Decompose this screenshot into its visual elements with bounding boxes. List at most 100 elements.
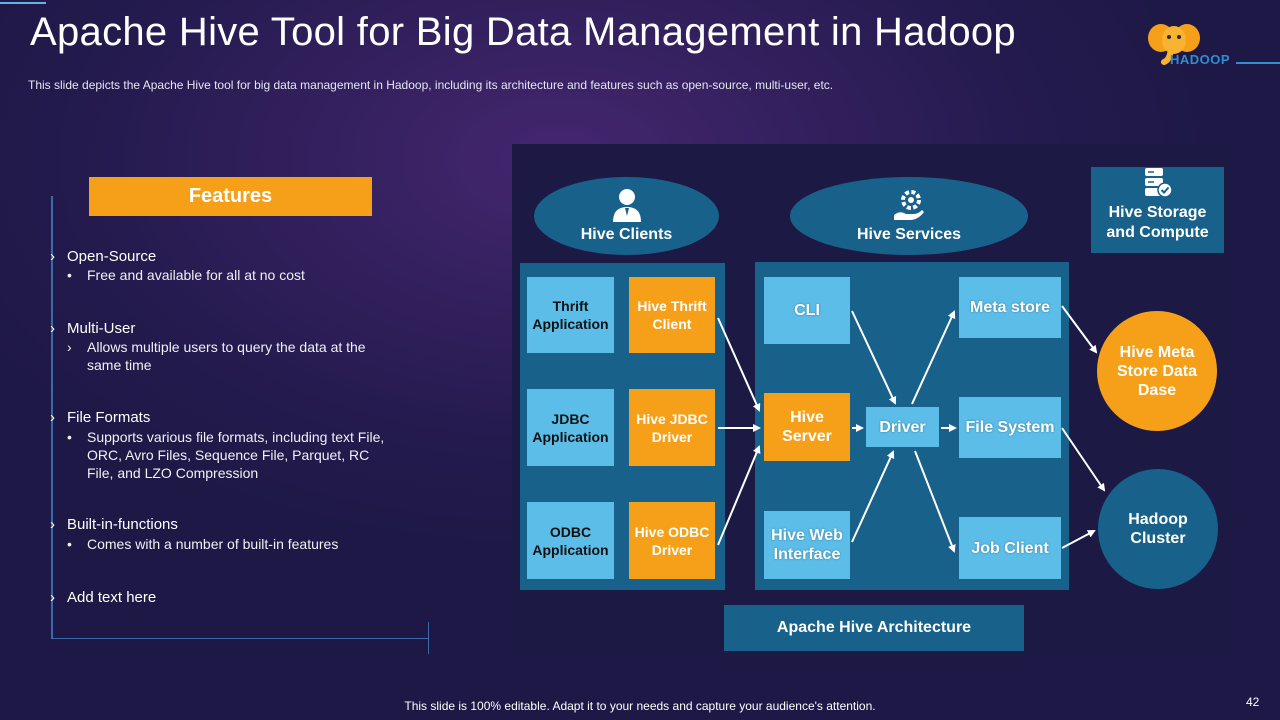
feature-detail-line: File, and LZO Compression — [87, 465, 259, 481]
box-label: Server — [782, 428, 832, 445]
circle-label: Hive Meta — [1119, 343, 1195, 361]
circle-label: Dase — [1137, 381, 1177, 399]
chevron-right-icon: › — [50, 516, 55, 533]
feature-label: Add text here — [67, 589, 157, 606]
box-label: Application — [532, 428, 609, 445]
chevron-right-icon: › — [50, 248, 55, 265]
meta-store-box: Meta store — [959, 277, 1061, 338]
box-label: JDBC — [551, 410, 590, 427]
arrow-driver-to-jobclient — [914, 450, 956, 553]
box-label: ODBC — [549, 523, 592, 540]
hive-storage-label-1: Hive Storage — [1108, 204, 1207, 221]
box-label: Hive Web — [771, 527, 843, 544]
hadoop-elephant-icon — [1148, 24, 1200, 65]
feature-add-text: › Add text here — [50, 589, 156, 606]
box-label: Driver — [879, 418, 926, 436]
box-label: Hive ODBC — [634, 523, 710, 540]
cli-box: CLI — [764, 277, 850, 344]
chevron-right-icon: › — [50, 320, 55, 337]
database-server-icon — [1144, 168, 1173, 198]
arrow-cli-to-driver — [851, 310, 897, 405]
feature-detail-line: ORC, Avro Files, Sequence File, Parquet,… — [87, 447, 370, 463]
architecture-label: Apache Hive Architecture — [724, 605, 1024, 651]
feature-multi-user: › Multi-User — [50, 320, 135, 337]
feature-detail-line: Supports various file formats, including… — [87, 429, 385, 445]
box-label: Hive JDBC — [636, 410, 708, 427]
box-label: CLI — [794, 302, 820, 319]
chevron-right-icon: › — [50, 409, 55, 426]
arrow-jobclient-to-cluster — [1061, 530, 1096, 549]
arrow-odbc-to-server — [717, 445, 761, 546]
feature-label: Built-in-functions — [67, 516, 178, 533]
box-label: Client — [652, 316, 692, 332]
footer-note: This slide is 100% editable. Adapt it to… — [404, 699, 876, 713]
features-heading: Features — [89, 177, 372, 216]
feature-file-formats: › File Formats — [50, 409, 150, 426]
feature-built-in-functions-detail: •Comes with a number of built-in feature… — [67, 536, 339, 552]
feature-detail-line: Comes with a number of built-in features — [87, 536, 339, 552]
box-label: Thrift — [552, 298, 589, 314]
arrow-thrift-to-server — [717, 317, 761, 412]
box-label: Driver — [651, 541, 693, 558]
box-label: Application — [532, 541, 609, 558]
feature-label: File Formats — [67, 409, 151, 426]
box-label: Hive — [790, 409, 824, 426]
circle-label: Store Data — [1116, 362, 1198, 380]
feature-detail-line: Allows multiple users to query the data … — [87, 339, 366, 355]
chevron-right-icon: › — [50, 589, 55, 606]
file-system-box: File System — [959, 397, 1061, 458]
box-label: Meta store — [969, 299, 1051, 316]
feature-detail-line: Free and available for all at no cost — [87, 267, 305, 283]
features-frame-left — [51, 196, 53, 638]
hive-services-ellipse: Hive Services — [790, 177, 1028, 255]
box-label: Application — [532, 316, 609, 332]
gear-hand-icon — [894, 190, 924, 220]
feature-label: Multi-User — [67, 320, 136, 337]
user-icon — [612, 189, 641, 222]
feature-multi-user-detail: ›Allows multiple users to query the data… — [67, 339, 366, 373]
top-accent-line — [0, 2, 46, 4]
hive-clients-ellipse: Hive Clients — [534, 177, 719, 255]
feature-open-source-detail: •Free and available for all at no cost — [67, 267, 305, 283]
hadoop-logo-line — [1236, 62, 1280, 64]
job-client-box: Job Client — [959, 517, 1061, 579]
page-subtitle: This slide depicts the Apache Hive tool … — [28, 78, 834, 92]
page-title: Apache Hive Tool for Big Data Management… — [30, 10, 1016, 54]
arrow-metastore-to-metadb — [1061, 305, 1098, 354]
box-label: Driver — [651, 428, 693, 445]
driver-box: Driver — [866, 407, 939, 447]
hive-clients-label: Hive Clients — [580, 226, 673, 243]
box-label: Hive Thrift — [637, 298, 707, 314]
page-number: 42 — [1246, 695, 1260, 709]
features-frame-bottom — [51, 638, 429, 639]
hive-storage-box: Hive Storage and Compute — [1091, 167, 1224, 253]
hadoop-logo-text: HADOOP — [1170, 52, 1231, 67]
feature-label: Open-Source — [67, 248, 157, 265]
feature-detail-line: same time — [87, 357, 152, 373]
circle-label: Hadoop — [1128, 511, 1188, 528]
arrow-web-to-driver — [851, 450, 895, 543]
arrow-filesystem-to-cluster — [1061, 427, 1106, 492]
circle-label: Cluster — [1130, 530, 1186, 547]
box-label: Interface — [773, 546, 841, 563]
arrow-driver-to-metastore — [911, 310, 956, 405]
hive-services-label: Hive Services — [856, 226, 962, 243]
hive-storage-label-2: and Compute — [1106, 224, 1209, 241]
box-label: File System — [965, 419, 1055, 436]
features-frame-tick — [428, 622, 429, 654]
feature-file-formats-detail: •Supports various file formats, includin… — [67, 429, 385, 481]
box-label: Job Client — [971, 539, 1049, 557]
feature-built-in-functions: › Built-in-functions — [50, 516, 178, 533]
feature-open-source: › Open-Source — [50, 248, 156, 265]
